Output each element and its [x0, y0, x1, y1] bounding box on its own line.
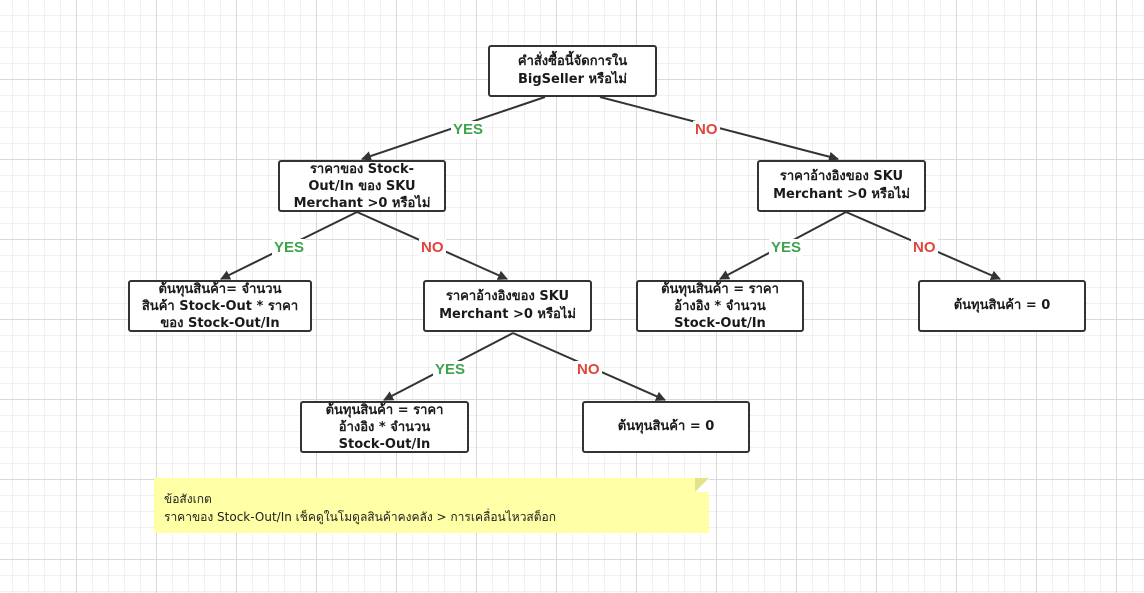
- edge-label-root-yes: YES: [451, 121, 486, 139]
- node-cost-stockout[interactable]: ต้นทุนสินค้า= จำนวน สินค้า Stock-Out * ร…: [128, 280, 312, 332]
- node-stock-price-check[interactable]: ราคาของ Stock- Out/In ของ SKU Merchant >…: [278, 160, 446, 212]
- note-box: ข้อสังเกต ราคาของ Stock-Out/In เช็คดูในโ…: [154, 478, 709, 533]
- edge-label-stock-yes: YES: [272, 239, 307, 257]
- edge-label-root-no: NO: [693, 121, 720, 139]
- node-root-question[interactable]: คำสั่งซื้อนี้จัดการใน BigSeller หรือไม่: [488, 45, 657, 97]
- node-cost-zero-bottom[interactable]: ต้นทุนสินค้า = 0: [582, 401, 750, 453]
- note-folded-corner: [695, 478, 709, 492]
- node-cost-ref-bottom[interactable]: ต้นทุนสินค้า = ราคา อ้างอิง * จำนวน Stoc…: [300, 401, 469, 453]
- edge-label-ref-right-yes: YES: [769, 239, 804, 257]
- node-ref-price-check-mid[interactable]: ราคาอ้างอิงของ SKU Merchant >0 หรือไม่: [423, 280, 592, 332]
- edge-label-stock-no: NO: [419, 239, 446, 257]
- edge-label-ref-mid-yes: YES: [433, 361, 468, 379]
- edge-label-ref-mid-no: NO: [575, 361, 602, 379]
- note-title: ข้อสังเกต: [164, 492, 212, 506]
- node-cost-zero-right[interactable]: ต้นทุนสินค้า = 0: [918, 280, 1086, 332]
- node-ref-price-check-right[interactable]: ราคาอ้างอิงของ SKU Merchant >0 หรือไม่: [757, 160, 926, 212]
- note-body: ราคาของ Stock-Out/In เช็คดูในโมดูลสินค้า…: [164, 510, 557, 524]
- edge-label-ref-right-no: NO: [911, 239, 938, 257]
- node-cost-ref-right[interactable]: ต้นทุนสินค้า = ราคา อ้างอิง * จำนวน Stoc…: [636, 280, 804, 332]
